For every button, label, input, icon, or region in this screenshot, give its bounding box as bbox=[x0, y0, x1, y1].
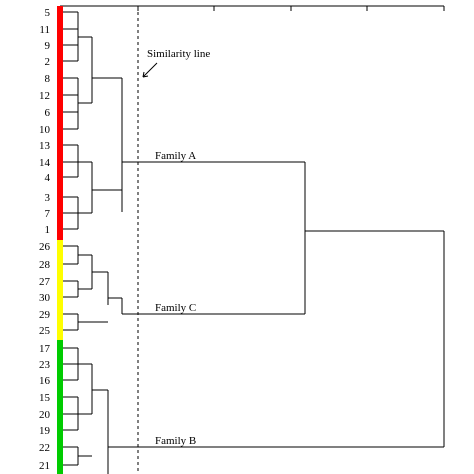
leaf-label: 15 bbox=[39, 392, 51, 404]
leaf-label: 20 bbox=[39, 409, 51, 421]
family-a-label: Family A bbox=[155, 150, 196, 162]
similarity-arrow-head bbox=[142, 71, 149, 78]
leaf-label: 30 bbox=[39, 292, 51, 304]
leaf-label: 23 bbox=[39, 359, 51, 371]
leaf-label: 22 bbox=[39, 442, 50, 454]
family-b-color-bar bbox=[57, 340, 63, 474]
leaf-label: 11 bbox=[39, 24, 50, 36]
family-c-color-bar bbox=[57, 240, 63, 340]
leaf-label: 3 bbox=[45, 192, 51, 204]
leaf-label: 6 bbox=[45, 107, 51, 119]
leaf-label: 28 bbox=[39, 259, 51, 271]
leaf-label: 4 bbox=[45, 172, 51, 184]
leaf-label: 2 bbox=[45, 56, 51, 68]
dendrogram-branches bbox=[63, 11, 445, 474]
leaf-labels: 5119281261013144371262827302925172316152… bbox=[39, 7, 51, 472]
leaf-label: 29 bbox=[39, 309, 51, 321]
family-c-label: Family C bbox=[155, 302, 196, 314]
leaf-label: 19 bbox=[39, 425, 51, 437]
leaf-label: 21 bbox=[39, 460, 50, 472]
leaf-label: 16 bbox=[39, 375, 51, 387]
leaf-label: 5 bbox=[45, 7, 51, 19]
leaf-label: 26 bbox=[39, 241, 51, 253]
leaf-label: 27 bbox=[39, 276, 51, 288]
leaf-label: 14 bbox=[39, 157, 51, 169]
leaf-label: 8 bbox=[45, 73, 51, 85]
leaf-label: 13 bbox=[39, 140, 51, 152]
leaf-label: 1 bbox=[45, 224, 51, 236]
leaf-label: 12 bbox=[39, 90, 50, 102]
leaf-label: 9 bbox=[45, 40, 51, 52]
leaf-label: 25 bbox=[39, 325, 51, 337]
leaf-label: 7 bbox=[45, 208, 51, 220]
similarity-line-label: Similarity line bbox=[147, 48, 210, 60]
leaf-label: 17 bbox=[39, 343, 51, 355]
family-a-color-bar bbox=[57, 6, 63, 240]
family-b-label: Family B bbox=[155, 435, 196, 447]
leaf-label: 10 bbox=[39, 124, 51, 136]
similarity-arrow-shaft bbox=[142, 62, 158, 78]
